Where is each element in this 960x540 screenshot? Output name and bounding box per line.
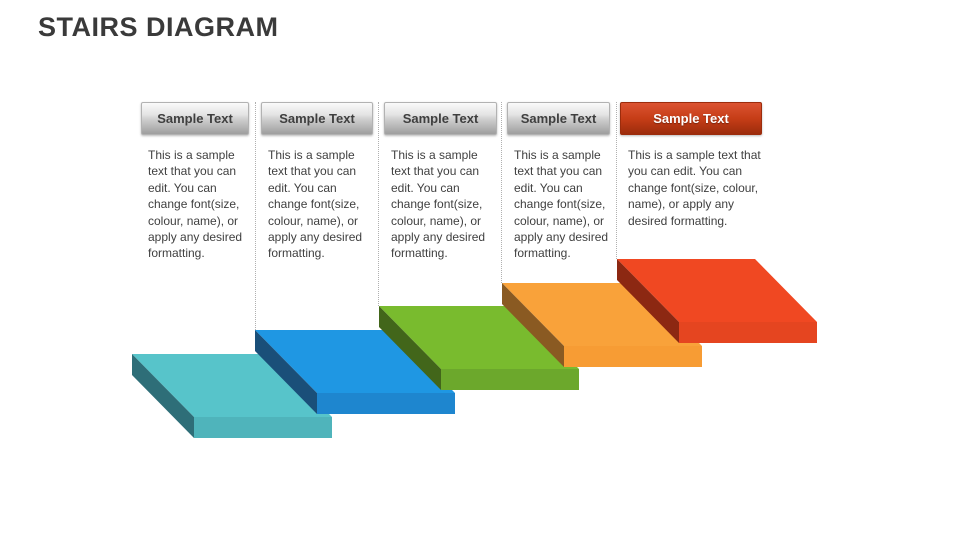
step-orange-top-face bbox=[502, 283, 702, 346]
column-3: Sample Text This is a sample text that y… bbox=[384, 102, 497, 262]
step-orange bbox=[502, 283, 702, 367]
page-title: STAIRS DIAGRAM bbox=[38, 12, 279, 42]
step-green-front-face bbox=[441, 369, 579, 390]
step-teal-top-face bbox=[132, 354, 332, 417]
step-orange-front-face bbox=[564, 346, 702, 367]
column-1-header: Sample Text bbox=[141, 102, 249, 135]
step-blue-front-face bbox=[317, 393, 455, 414]
step-green-side-face bbox=[379, 306, 441, 390]
step-green-top-face bbox=[379, 306, 579, 369]
step-teal-front-face bbox=[194, 417, 332, 438]
column-5-header: Sample Text bbox=[620, 102, 762, 135]
column-4: Sample Text This is a sample text that y… bbox=[507, 102, 610, 262]
step-red-front-face bbox=[679, 322, 817, 343]
step-teal-side-face bbox=[132, 354, 194, 438]
column-divider-2 bbox=[378, 102, 379, 306]
step-green bbox=[379, 306, 579, 390]
column-divider-1 bbox=[255, 102, 256, 330]
column-3-header: Sample Text bbox=[384, 102, 497, 135]
step-red bbox=[617, 259, 817, 343]
column-divider-3 bbox=[501, 102, 502, 283]
step-blue-top-face bbox=[255, 330, 455, 393]
column-2: Sample Text This is a sample text that y… bbox=[261, 102, 373, 262]
column-4-header: Sample Text bbox=[507, 102, 610, 135]
column-1-body: This is a sample text that you can edit.… bbox=[148, 148, 243, 261]
column-divider-4 bbox=[616, 102, 617, 259]
column-5-body: This is a sample text that you can edit.… bbox=[628, 148, 761, 228]
step-blue-side-face bbox=[255, 330, 317, 414]
step-red-side-face bbox=[617, 259, 679, 343]
column-2-body: This is a sample text that you can edit.… bbox=[268, 148, 363, 261]
step-orange-side-face bbox=[502, 283, 564, 367]
step-blue bbox=[255, 330, 455, 414]
column-3-body: This is a sample text that you can edit.… bbox=[391, 148, 486, 261]
step-teal bbox=[132, 354, 332, 438]
column-5: Sample Text This is a sample text that y… bbox=[620, 102, 762, 229]
column-2-header: Sample Text bbox=[261, 102, 373, 135]
column-1: Sample Text This is a sample text that y… bbox=[141, 102, 249, 262]
step-red-top-face bbox=[617, 259, 817, 322]
column-4-body: This is a sample text that you can edit.… bbox=[514, 148, 609, 261]
